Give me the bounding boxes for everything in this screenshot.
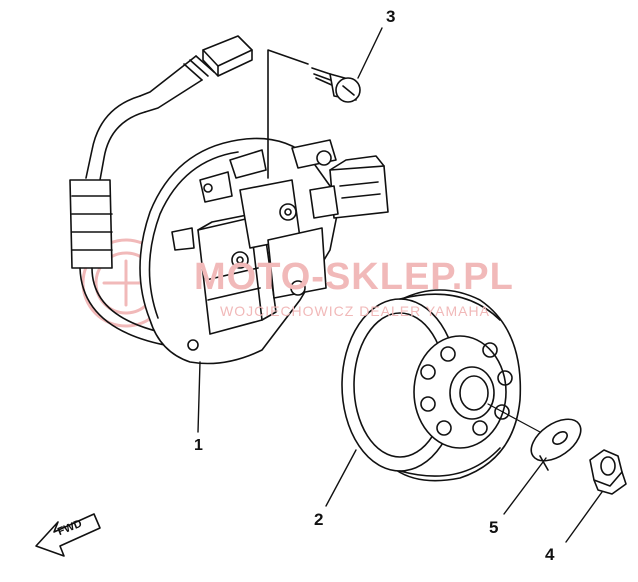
stator-coils [197, 179, 327, 335]
leader-bolt-to-stator [267, 27, 383, 179]
washer-part-5 [530, 418, 582, 471]
wiring-harness [69, 35, 253, 351]
nut-part-4 [589, 449, 627, 495]
flywheel-rotor [341, 289, 522, 482]
assembly-axis-line [487, 403, 541, 433]
callout-4: 4 [545, 545, 555, 564]
fwd-arrow [35, 513, 101, 557]
watermark-title: MOTO-SKLEP.PL [194, 256, 514, 298]
leader-lines [197, 361, 603, 543]
watermark-subtitle: WOJCIECHOWICZ DEALER YAMAHA [220, 303, 490, 319]
callout-1: 1 [194, 437, 203, 454]
pulser-coil [291, 139, 389, 219]
callout-5: 5 [489, 518, 499, 537]
callout-2: 2 [314, 510, 324, 529]
callout-3: 3 [386, 7, 396, 26]
bolt-part-3 [311, 67, 361, 103]
